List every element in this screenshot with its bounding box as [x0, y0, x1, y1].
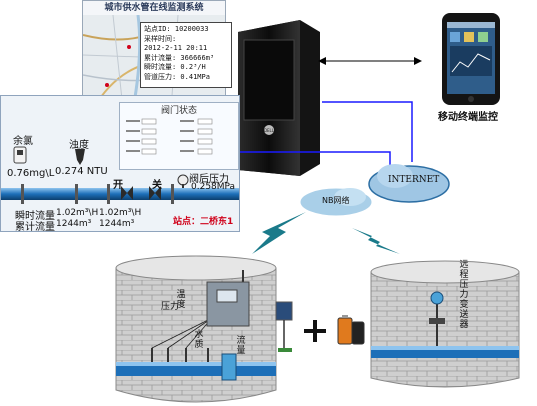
info-collect-time: 2012-2-11 20:11 [144, 44, 208, 53]
pressure-transmitter-well [370, 260, 520, 388]
bidirectional-arrow-icon [318, 57, 422, 65]
valve-status-panel: 阀门状态 [119, 102, 239, 170]
battery-icon [337, 315, 365, 345]
valve-status-title: 阀门状态 [160, 106, 197, 116]
mobile-label: 移动终端监控 [438, 112, 498, 123]
nb-network-cloud-icon [299, 187, 373, 217]
info-instant-flow: 瞬时流量: 0.2³/H [144, 63, 206, 72]
mobile-phone-icon [442, 13, 500, 105]
solar-panel-icon [275, 301, 293, 352]
instant-flow-value-2: 1.02m³\H [99, 208, 142, 218]
info-pipe-pressure: 管道压力: 0.41MPa [144, 72, 210, 81]
post-valve-pressure-value: 0.258MPa [191, 182, 236, 192]
valve-open-label: 开 [113, 180, 123, 191]
internet-label: INTERNET [388, 175, 440, 185]
post-valve-pressure-label: 阀后压力 [189, 174, 229, 185]
scada-pipe [1, 184, 239, 204]
chlorine-value: 0.76mg\L [7, 168, 55, 179]
turbidity-sensor-icon [75, 149, 85, 165]
total-flow-label: 累计流量 [15, 222, 55, 232]
station-name: 站点：二桥东1 [173, 217, 234, 227]
station-info-popup: 站点ID: 10200033 采样时间: 2012-2-11 20:11 累计流… [140, 22, 232, 88]
scada-monitor-panel: 余氯 0.76mg\L 浊度 0.274 NTU 阀门状态 [0, 95, 240, 232]
total-flow-value-1: 1244m³ [56, 219, 92, 229]
pressure-gauge-icon [177, 174, 189, 188]
rtu-box-icon [206, 270, 250, 327]
turbidity-label: 浊度 [69, 140, 89, 151]
total-flow-value-2: 1244m³ [99, 219, 135, 229]
remote-pressure-transmitter-label: 远程压力变送器 [459, 260, 469, 330]
flow-label: 流量 [236, 336, 246, 356]
map-window-title: 城市供水管在线监测系统 [83, 1, 225, 15]
water-quality-label: 水质 [194, 330, 204, 350]
network-connection-lines [238, 101, 413, 166]
svg-text:DELL: DELL [264, 128, 275, 133]
chlorine-sensor-icon [13, 146, 27, 164]
chlorine-label: 余氯 [13, 136, 33, 147]
turbidity-value: 0.274 NTU [55, 166, 108, 177]
plus-icon [304, 320, 326, 342]
instant-flow-label: 瞬时流量 [15, 211, 55, 222]
valve-close-label: 关 [152, 180, 162, 191]
info-cumulative-flow: 累计流量: 366666m³ [144, 53, 215, 62]
internet-cloud-icon [368, 164, 450, 203]
wireless-signal-left-icon [252, 212, 306, 254]
computer-tower-icon: DELL [238, 20, 320, 176]
wireless-signal-right-icon [352, 228, 400, 254]
valve-status-grid [126, 118, 213, 155]
instant-flow-value-1: 1.02m³\H [56, 208, 99, 218]
temperature-label: 温度 [176, 290, 186, 310]
pressure-label: 压力 [160, 302, 179, 312]
info-station-id: 站点ID: 10200033 [144, 25, 209, 33]
monitoring-well [115, 255, 277, 403]
nb-network-label: NB网络 [322, 196, 350, 205]
info-collect-label: 采样时间: [144, 34, 177, 43]
